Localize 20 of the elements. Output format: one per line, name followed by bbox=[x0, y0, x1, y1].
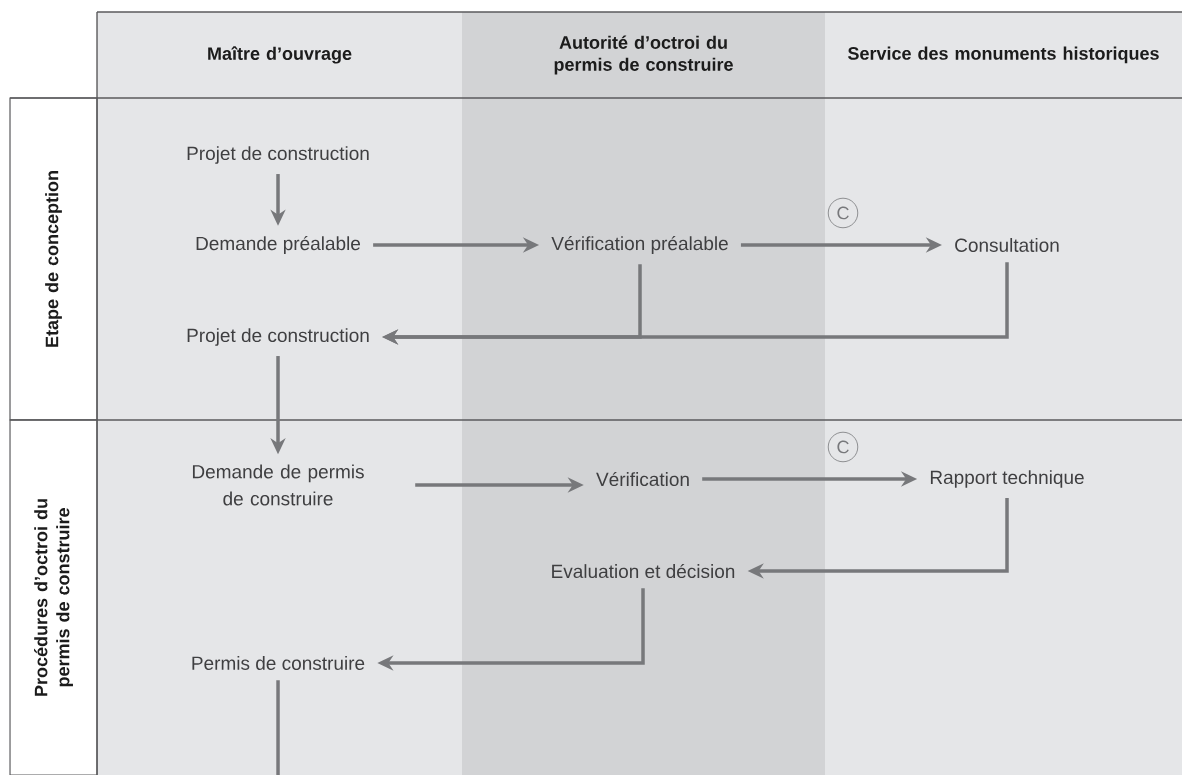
process-step: Permis de construire bbox=[192, 656, 365, 670]
process-step: Projet de construction bbox=[187, 328, 369, 346]
circled-letter: C bbox=[827, 197, 859, 229]
row-header: Procédures d’octroi du permis de construire bbox=[9, 419, 98, 775]
node-label: Maître d’ouvrage bbox=[208, 46, 352, 64]
column-header: Service des monuments historiques bbox=[825, 12, 1182, 98]
process-step: Demande de permis de construire bbox=[192, 464, 364, 506]
process-step: Evaluation et décision bbox=[552, 563, 735, 579]
column-header: Maître d’ouvrage bbox=[97, 12, 462, 98]
node-label: Service des monuments historiques bbox=[847, 46, 1159, 64]
column-header: Autorité d’octroi du permis de construire bbox=[462, 12, 825, 98]
node-label: Autorité d’octroi du permis de construire bbox=[554, 35, 733, 75]
process-step: Consultation bbox=[955, 238, 1059, 252]
circled-letter: C bbox=[827, 431, 859, 463]
process-step: Projet de construction bbox=[187, 146, 369, 164]
process-step: Demande préalable bbox=[196, 236, 361, 254]
process-step: Vérification bbox=[596, 471, 689, 487]
row-header: Etape de conception bbox=[9, 97, 98, 421]
process-step: Rapport technique bbox=[930, 470, 1084, 488]
process-step: Vérification préalable bbox=[551, 236, 728, 254]
